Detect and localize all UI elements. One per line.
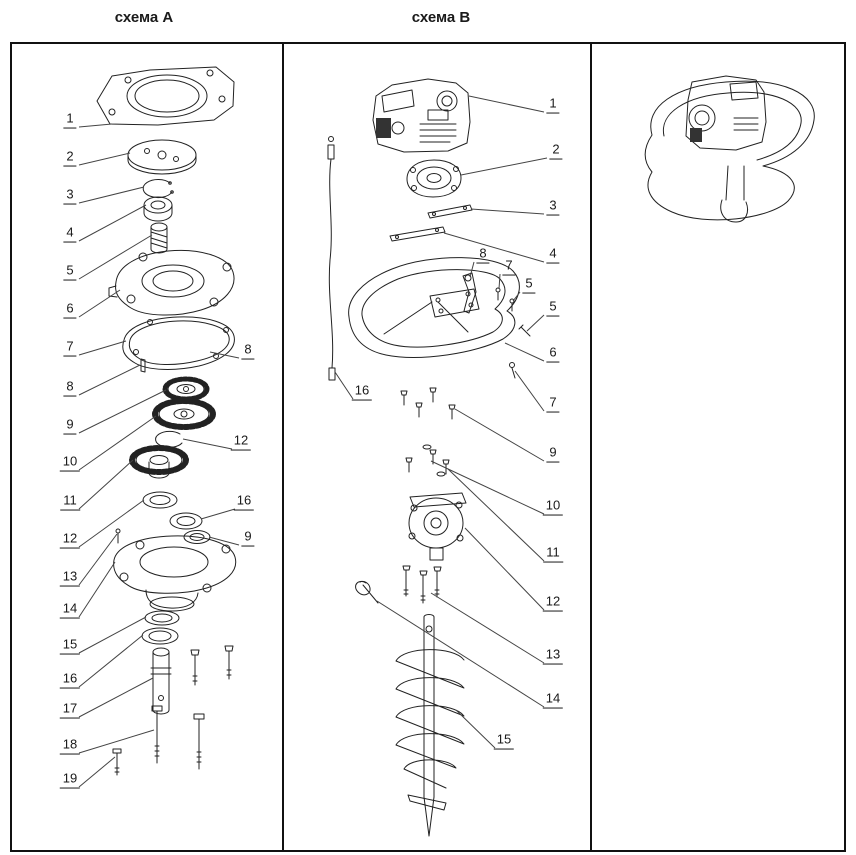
leader-line-schema_a-13 [78,561,116,618]
callout-schema_b-7-label-5: 5 [546,299,560,317]
leader-line-schema_b-10 [334,371,354,400]
leader-line-schema_b-5 [498,273,501,290]
leader-line-schema_a-5 [78,289,121,318]
leader-line-schema_b-9 [514,370,545,412]
callout-schema_a-15-label-16: 16 [59,671,81,689]
leader-line-schema_b-6 [512,291,521,302]
leader-line-schema_a-3 [78,204,147,242]
callout-schema_a-8-label-9: 9 [63,417,77,435]
leader-line-schema_a-14 [78,616,147,654]
leader-line-schema_b-8 [504,342,545,362]
callout-schema_b-11-label-9: 9 [546,445,560,463]
leader-line-schema_a-7 [78,364,141,396]
panel-divider [282,44,284,850]
leader-line-schema_a-20 [182,438,233,450]
callout-schema_b-4-label-8: 8 [476,246,490,264]
leader-line-schema_a-9 [78,415,157,471]
callout-schema_b-16-label-14: 14 [542,691,564,709]
leader-line-schema_a-8 [78,389,167,434]
callout-schema_a-10-label-11: 11 [60,493,80,511]
leader-line-schema_a-1 [78,152,131,166]
leader-line-schema_a-21 [200,508,236,520]
leader-line-schema_b-3 [443,232,545,263]
leader-line-schema_b-17 [455,709,496,749]
leader-line-schema_b-15 [430,592,545,664]
schema-a-title: схема A [114,9,174,26]
callout-schema_a-22-label-9: 9 [241,529,255,547]
leader-line-schema_a-10 [78,459,134,510]
leader-line-schema_a-6 [78,340,127,356]
callout-schema_b-12-label-10: 10 [542,498,564,516]
leader-line-schema_b-11 [454,408,545,462]
callout-schema_b-14-label-12: 12 [542,594,564,612]
leader-line-schema_b-1 [460,157,548,176]
diagram-frame [10,42,846,852]
callout-schema_b-1-label-2: 2 [549,142,563,160]
callout-schema_a-2-label-3: 3 [63,187,77,205]
panel-divider [590,44,592,850]
leader-line-schema_b-14 [464,527,545,611]
callout-schema_a-4-label-5: 5 [63,263,77,281]
leader-line-schema_a-11 [78,499,145,548]
leader-line-schema_a-15 [78,634,144,688]
leader-line-schema_a-19 [209,351,240,359]
callout-schema_a-12-label-13: 13 [59,569,81,587]
leader-line-schema_b-4 [469,261,475,278]
callout-schema_a-13-label-14: 14 [59,601,81,619]
assembled-view-drawing [644,75,815,223]
callout-schema_b-9-label-7: 7 [546,395,560,413]
callout-schema_a-19-label-8: 8 [241,342,255,360]
callout-schema_a-9-label-10: 10 [59,454,81,472]
callout-schema_a-18-label-19: 19 [59,771,81,789]
callout-schema_a-11-label-12: 12 [59,531,81,549]
leader-line-schema_b-7 [526,314,545,332]
leader-line-schema_a-0 [78,123,113,128]
callout-schema_b-0-label-1: 1 [546,96,560,114]
callout-schema_a-14-label-15: 15 [59,637,81,655]
leader-line-schema_b-13 [447,468,545,562]
callout-schema_b-8-label-6: 6 [546,345,560,363]
leader-line-schema_a-22 [208,536,240,546]
callout-schema_a-21-label-16: 16 [233,493,255,511]
callout-schema_a-6-label-7: 7 [63,339,77,357]
leader-line-schema_a-2 [78,186,145,204]
callout-schema_b-10-label-16: 16 [351,383,373,401]
callout-schema_a-1-label-2: 2 [63,149,77,167]
callout-schema_b-17-label-15: 15 [493,732,515,750]
leader-line-schema_a-12 [78,533,118,586]
callout-schema_a-16-label-17: 17 [59,701,81,719]
callout-schema_b-6-label-5: 5 [522,276,536,294]
callout-schema_a-20-label-12: 12 [230,433,252,451]
leader-line-schema_a-18 [78,756,116,788]
leader-line-schema_b-16 [376,600,545,708]
schema-b-drawing [327,78,531,837]
callout-schema_b-15-label-13: 13 [542,647,564,665]
leader-line-schema_b-0 [468,95,545,113]
callout-schema_b-13-label-11: 11 [543,545,563,563]
leader-line-schema_b-2 [470,208,545,215]
schema-a-drawing [96,66,237,776]
callout-schema_a-3-label-4: 4 [63,225,77,243]
callout-schema_a-17-label-18: 18 [59,737,81,755]
callout-schema_b-5-label-7: 7 [502,258,516,276]
callout-schema_b-2-label-3: 3 [546,198,560,216]
leader-line-schema_a-16 [78,677,154,718]
callout-schema_a-5-label-6: 6 [63,301,77,319]
schema-b-title: схема B [411,9,471,26]
callout-schema_b-3-label-4: 4 [546,246,560,264]
leader-line-schema_a-4 [78,234,153,280]
leader-line-schema_b-12 [430,460,545,515]
callout-schema_a-7-label-8: 8 [63,379,77,397]
callout-schema_a-0-label-1: 1 [63,111,77,129]
leader-line-schema_a-17 [78,729,155,754]
